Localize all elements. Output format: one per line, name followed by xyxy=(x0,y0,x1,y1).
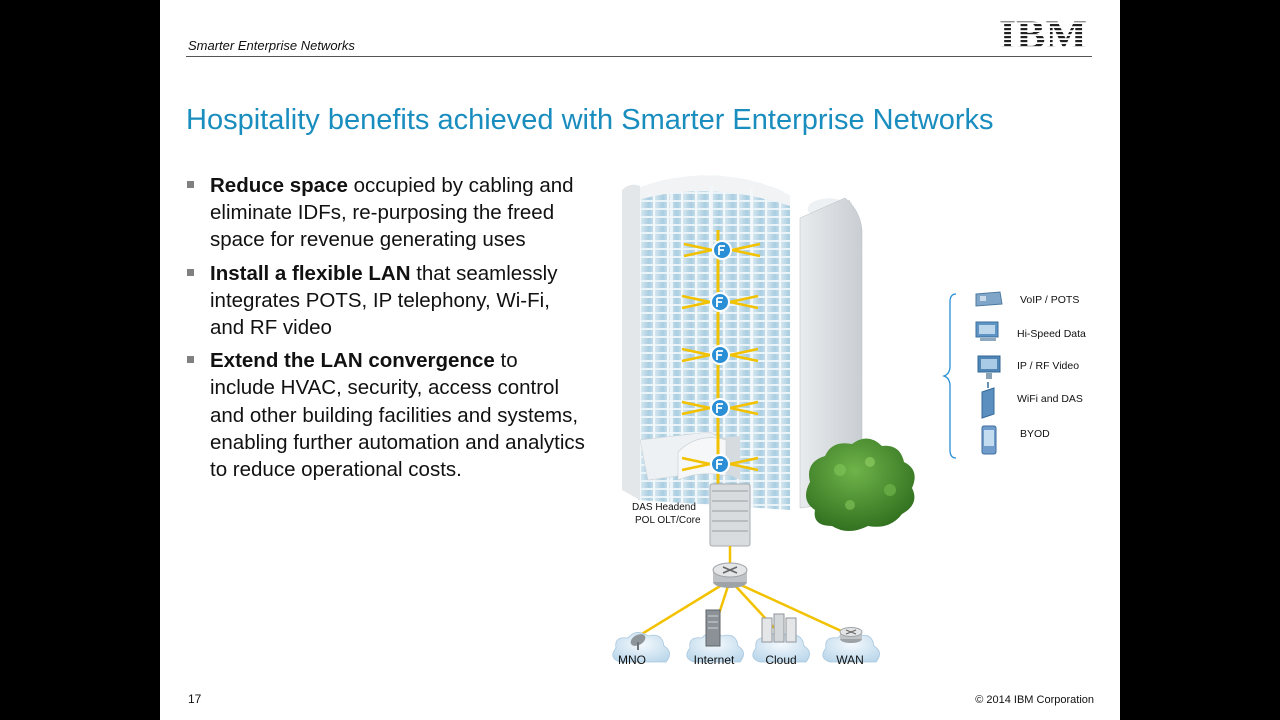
server-icon xyxy=(705,609,721,647)
service-label: Hi-Speed Data xyxy=(1017,328,1086,340)
service-data: Hi-Speed Data xyxy=(975,321,1086,341)
bullet-item: Reduce space occupied by cabling and eli… xyxy=(186,172,586,254)
slide-title: Hospitality benefits achieved with Smart… xyxy=(186,104,994,136)
header-section-title: Smarter Enterprise Networks xyxy=(188,38,355,53)
service-label: IP / RF Video xyxy=(1017,360,1079,372)
headend-label: POL OLT/Core xyxy=(635,515,701,526)
floor-nodes xyxy=(681,240,761,474)
storage-icon xyxy=(761,613,797,643)
services-bracket xyxy=(941,293,957,459)
tree-illustration xyxy=(806,438,915,531)
headend-rack-icon xyxy=(709,483,751,547)
bullet-text: occupied by cabling and eliminate IDFs, … xyxy=(210,174,574,252)
bullet-bold: Reduce space xyxy=(210,174,348,197)
monitor-icon xyxy=(977,355,1001,379)
service-byod: BYOD xyxy=(981,425,1050,455)
service-label: VoIP / POTS xyxy=(1020,294,1079,306)
router-icon xyxy=(712,562,748,588)
mobile-device-icon xyxy=(981,425,997,455)
headend-label: DAS Headend xyxy=(632,502,696,513)
page-number: 17 xyxy=(188,692,202,706)
bullet-item: Extend the LAN convergence to include HV… xyxy=(186,347,586,483)
slide: Smarter Enterprise Networks IBM Hospital… xyxy=(160,0,1120,720)
svg-text:IBM: IBM xyxy=(999,12,1087,52)
cloud-label: WAN xyxy=(836,653,864,667)
cloud-cloud xyxy=(752,613,810,663)
bullet-marker xyxy=(187,181,194,188)
service-voip: VoIP / POTS xyxy=(975,291,1079,307)
service-label: WiFi and DAS xyxy=(1017,393,1083,405)
service-wifi: WiFi and DAS xyxy=(981,382,1083,419)
bullet-bold: Extend the LAN convergence xyxy=(210,349,495,373)
network-diagram: DAS Headend POL OLT/Core MNO Internet xyxy=(612,175,1086,667)
uplinks xyxy=(631,546,851,642)
service-video: IP / RF Video xyxy=(977,355,1079,379)
cloud-label: Internet xyxy=(694,653,735,667)
cloud-label: Cloud xyxy=(765,653,796,667)
building-illustration xyxy=(622,175,863,510)
bullet-bold: Install a flexible LAN xyxy=(210,261,411,285)
cloud-internet xyxy=(686,609,744,663)
ibm-logo: IBM xyxy=(999,12,1087,52)
cloud-wan xyxy=(822,627,880,663)
copyright: © 2014 IBM Corporation xyxy=(975,694,1094,706)
cloud-label: MNO xyxy=(618,653,646,667)
cloud-mno xyxy=(612,632,670,663)
benefit-list: Reduce space occupied by cabling and eli… xyxy=(186,172,586,489)
router-icon xyxy=(839,627,863,643)
service-label: BYOD xyxy=(1020,428,1050,440)
bullet-marker xyxy=(187,356,194,364)
bullet-item: Install a flexible LAN that seamlessly i… xyxy=(186,260,586,342)
bullet-marker xyxy=(187,268,194,276)
bullet-text: to include HVAC, security, access contro… xyxy=(210,349,585,482)
phone-icon xyxy=(975,291,1003,307)
satellite-dish-icon xyxy=(630,634,646,650)
bullet-text: that seamlessly integrates POTS, IP tele… xyxy=(210,261,558,340)
access-point-icon xyxy=(981,382,995,419)
computer-icon xyxy=(975,321,999,341)
header-divider xyxy=(186,56,1092,57)
